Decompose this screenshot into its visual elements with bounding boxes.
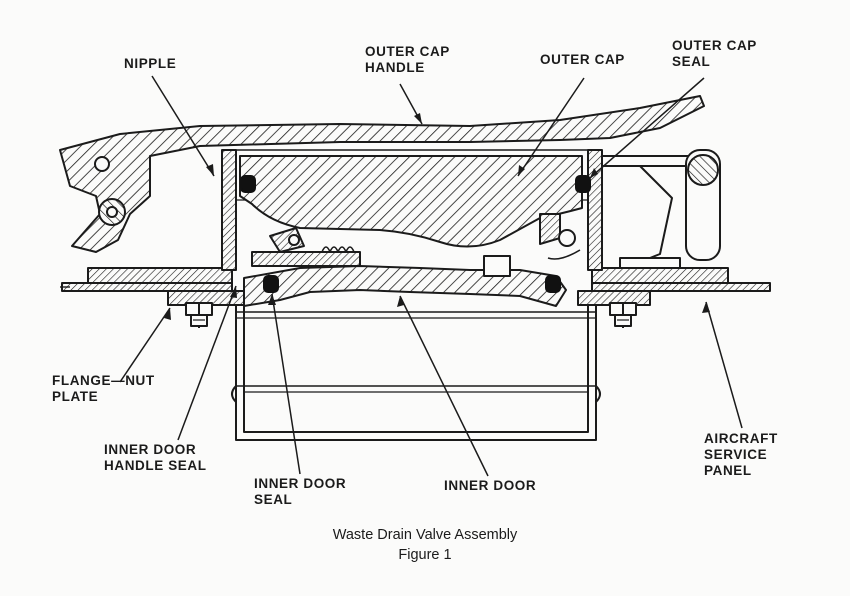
figure-caption-number: Figure 1 xyxy=(398,547,452,563)
label-inner-door-seal: INNER DOOR SEAL xyxy=(254,476,347,507)
label-outer-cap-handle: OUTER CAP HANDLE xyxy=(365,44,450,75)
inner-door-body xyxy=(243,265,567,307)
label-flange-nut-plate: FLANGE—NUT PLATE xyxy=(52,373,155,404)
label-inner-door-handle-seal: INNER DOOR HANDLE SEAL xyxy=(104,442,207,473)
outer-cap-handle xyxy=(59,95,705,253)
leader-lines xyxy=(119,75,743,477)
inner-door-seal-right xyxy=(545,275,561,293)
label-outer-cap: OUTER CAP xyxy=(540,52,625,67)
drain-tube xyxy=(231,305,601,441)
outer-cap-seal-right xyxy=(575,175,591,193)
flange-nut-bolt-right xyxy=(609,302,637,328)
flange-nut-bolt-left xyxy=(185,302,213,328)
flange-ring xyxy=(87,267,729,306)
label-nipple: NIPPLE xyxy=(124,56,177,71)
inner-door-handle xyxy=(251,213,581,277)
label-outer-cap-seal: OUTER CAP SEAL xyxy=(672,38,757,69)
figure-caption-title: Waste Drain Valve Assembly xyxy=(332,527,518,543)
inner-door-seal-left xyxy=(263,275,279,293)
leader-arrowheads xyxy=(164,113,710,320)
label-aircraft-service-panel: AIRCRAFT SERVICE PANEL xyxy=(704,431,778,478)
seals xyxy=(240,175,591,293)
outer-cap-seal-left xyxy=(240,175,256,193)
label-inner-door: INNER DOOR xyxy=(444,478,537,493)
handle-pivot-left xyxy=(94,156,110,172)
latch-right xyxy=(601,149,721,269)
